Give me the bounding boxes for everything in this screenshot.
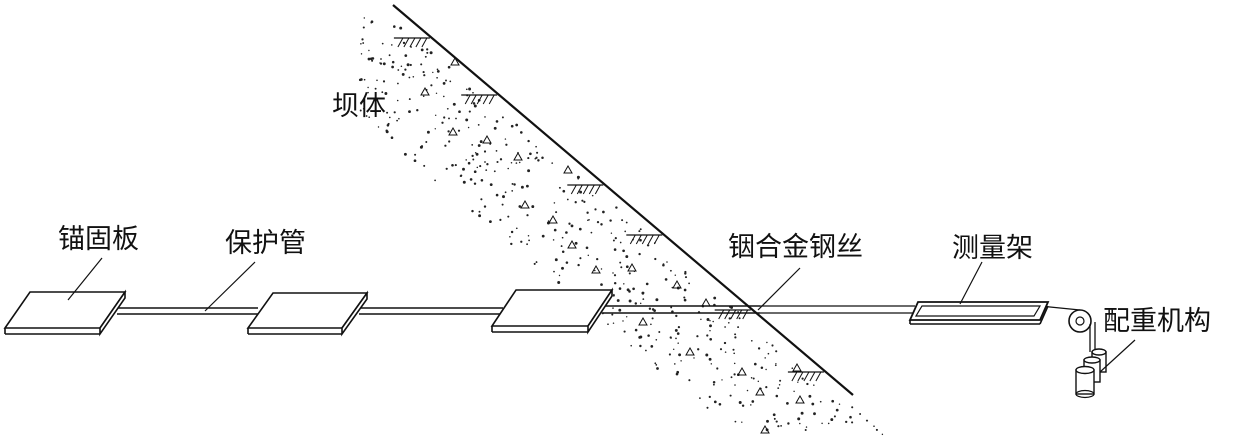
dam-fill-speckles	[358, 17, 884, 436]
leader-measuring-frame	[959, 261, 983, 305]
label-measuring-frame: 测量架	[952, 233, 1033, 264]
label-alloy-wire: 铟合金钢丝	[728, 232, 863, 263]
protective-pipe	[117, 305, 760, 315]
leader-anchor-plate	[67, 257, 103, 301]
measuring-frame	[908, 301, 1050, 325]
leader-counterweight	[1099, 339, 1136, 373]
leader-lines	[67, 257, 1136, 373]
label-protective-pipe: 保护管	[225, 228, 306, 259]
leader-protective-pipe	[204, 261, 256, 312]
label-dam-body: 坝体	[332, 91, 386, 122]
dam-body	[358, 4, 884, 436]
anchor-plate-2	[246, 290, 369, 337]
dam-slope-line	[392, 4, 854, 396]
anchor-plate-1	[3, 289, 127, 337]
label-anchor-plate: 锚固板	[58, 224, 139, 255]
label-counterweight: 配重机构	[1103, 306, 1211, 337]
pulley	[1068, 309, 1092, 333]
leader-alloy-wire	[757, 267, 801, 311]
anchor-plate-3	[490, 287, 614, 335]
counterweight-mechanism	[1068, 309, 1107, 399]
dam-hatch-marks	[393, 37, 824, 382]
weight-1	[1075, 365, 1095, 399]
